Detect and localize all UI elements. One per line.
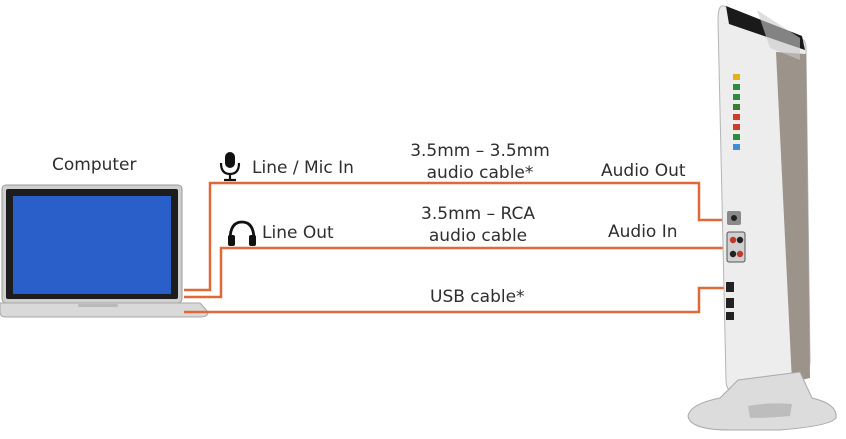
cable-rca-line2: audio cable [428, 226, 528, 246]
line-mic-in-label: Line / Mic In [252, 158, 354, 178]
speaker-tower-illustration [687, 5, 837, 431]
headphones-icon [228, 220, 256, 246]
cable-audio-in [184, 246, 728, 299]
cables [184, 181, 728, 314]
laptop-screen [13, 196, 171, 294]
cable-rca-label: 3.5mm – RCA audio cable [398, 203, 558, 247]
audio-out-label: Audio Out [601, 161, 686, 181]
cable-3-5mm-line2: audio cable* [426, 163, 534, 183]
audio-in-label: Audio In [608, 222, 678, 242]
usb-cable-label: USB cable* [430, 287, 525, 307]
cable-audio-out [184, 181, 728, 292]
computer-label: Computer [52, 155, 137, 175]
laptop-illustration [0, 184, 209, 318]
microphone-icon [219, 152, 241, 182]
cable-3-5mm-line1: 3.5mm – 3.5mm [410, 141, 550, 161]
line-out-label: Line Out [262, 223, 334, 243]
cable-usb [184, 286, 728, 314]
cable-3-5mm-label: 3.5mm – 3.5mm audio cable* [400, 140, 560, 184]
speaker-status-lights [733, 74, 740, 150]
cable-rca-line1: 3.5mm – RCA [421, 204, 535, 224]
